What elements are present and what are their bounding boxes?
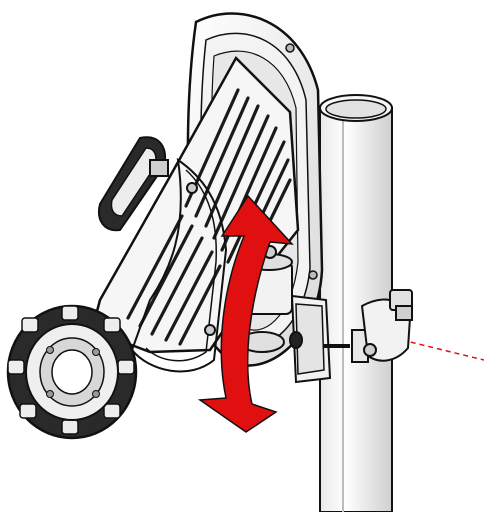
side-bracket xyxy=(130,157,228,373)
rotation-arrow-icon xyxy=(197,194,294,433)
alignment-line-icon xyxy=(401,339,484,361)
feed-connector-wheel xyxy=(6,304,138,440)
cable-connector-icon xyxy=(98,136,169,232)
mount-clamp-icon xyxy=(289,289,413,384)
